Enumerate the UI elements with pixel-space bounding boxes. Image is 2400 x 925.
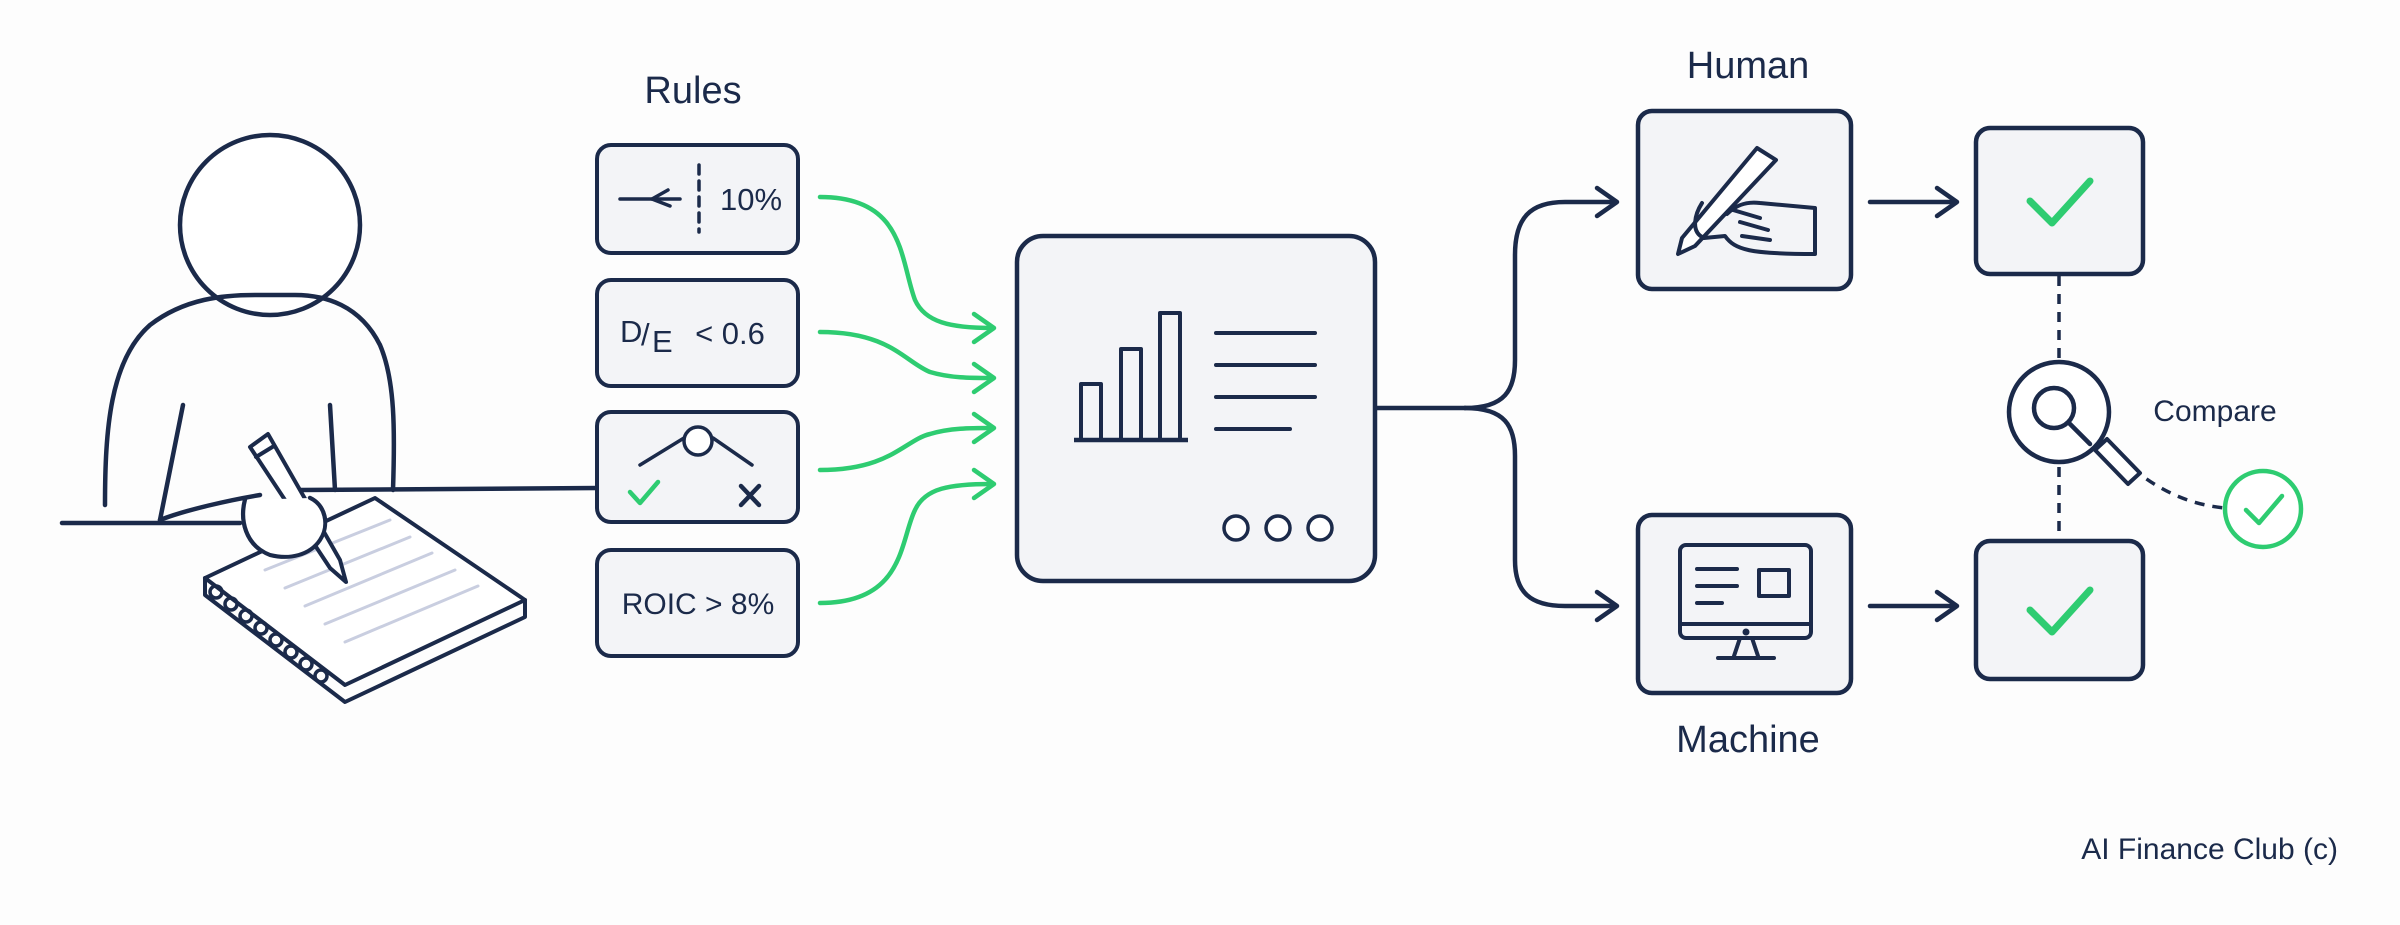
machine-arrow	[1867, 589, 1960, 623]
compare-check-badge	[2222, 468, 2304, 550]
desk-line	[59, 485, 601, 526]
bar-chart-icon	[1074, 311, 1188, 443]
person-head	[177, 132, 363, 318]
human-card	[1635, 108, 1854, 292]
rule-connectors	[817, 194, 997, 606]
check-icon	[2026, 177, 2094, 227]
connector-rule-3	[817, 425, 995, 473]
rule-2-slash: /	[641, 317, 650, 352]
text-lines-icon	[1214, 331, 1317, 431]
magnifier-icon	[2006, 359, 2142, 486]
rule-card-roic: ROIC > 8%	[595, 548, 800, 658]
person-writing-icon	[59, 132, 601, 560]
check-icon	[2026, 586, 2094, 636]
rule-card-growth: 10%	[595, 143, 800, 255]
compare-connectors	[2057, 276, 2226, 540]
compare-label: Compare	[2153, 395, 2276, 428]
rule-2-e: E	[652, 324, 673, 359]
human-result-card	[1973, 125, 2146, 277]
human-label: Human	[1687, 45, 1810, 87]
connector-rule-4	[817, 481, 995, 606]
threshold-icon	[618, 163, 701, 234]
decision-tree-icon	[627, 425, 762, 508]
rule-2-d: D	[620, 314, 642, 349]
person-torso	[102, 292, 397, 508]
rule-card-debt-equity: D / E < 0.6	[595, 278, 800, 388]
pencil-icon	[241, 432, 348, 584]
monitor-icon	[1678, 543, 1813, 660]
rule-card-decision-tree	[595, 410, 800, 524]
rule-1-value: 10%	[720, 182, 782, 217]
human-arrow	[1867, 185, 1960, 219]
rule-2-condition: < 0.6	[695, 316, 765, 351]
machine-card	[1635, 512, 1854, 696]
connector-rule-2	[817, 329, 995, 381]
connector-rule-1	[817, 194, 995, 331]
machine-label: Machine	[1676, 719, 1820, 761]
rules-title: Rules	[644, 70, 741, 112]
dashboard-panel	[1014, 233, 1378, 584]
footer-credit: AI Finance Club (c)	[2081, 833, 2338, 866]
branch-connectors	[1374, 185, 1620, 623]
hand-writing-icon	[1676, 146, 1817, 256]
more-dots-icon	[1222, 514, 1334, 542]
machine-result-card	[1973, 538, 2146, 682]
check-icon	[2243, 493, 2285, 526]
rule-4-text: ROIC > 8%	[622, 588, 775, 621]
